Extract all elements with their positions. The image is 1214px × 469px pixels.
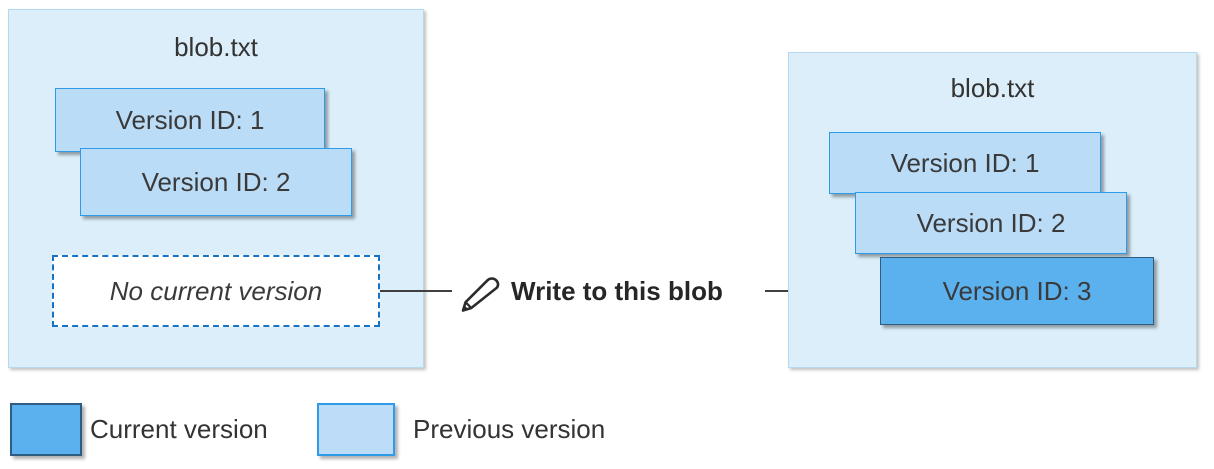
no-current-version-label: No current version (109, 275, 323, 306)
right-blob-title: blob.txt (950, 73, 1035, 103)
left-version-card-1: Version ID: 1 (55, 88, 325, 152)
write-action-label: Write to this blob (511, 276, 723, 306)
version-label: Version ID: 3 (942, 275, 1092, 306)
right-version-card-1: Version ID: 1 (829, 132, 1101, 194)
left-blob-title: blob.txt (174, 32, 258, 62)
legend-swatch-previous (317, 403, 395, 456)
no-current-version-box: No current version (52, 255, 380, 327)
right-version-card-2: Version ID: 2 (855, 192, 1127, 254)
version-label: Version ID: 2 (141, 166, 291, 197)
legend-swatch-current (10, 403, 82, 456)
right-version-card-3-current: Version ID: 3 (880, 257, 1154, 325)
pencil-icon (461, 277, 500, 312)
version-label: Version ID: 2 (916, 207, 1066, 238)
left-version-card-2: Version ID: 2 (80, 148, 352, 216)
legend-label-previous: Previous version (413, 414, 606, 444)
connector-line-left (380, 290, 452, 292)
version-label: Version ID: 1 (115, 104, 265, 135)
version-label: Version ID: 1 (890, 147, 1040, 178)
legend-label-current: Current version (90, 414, 268, 444)
